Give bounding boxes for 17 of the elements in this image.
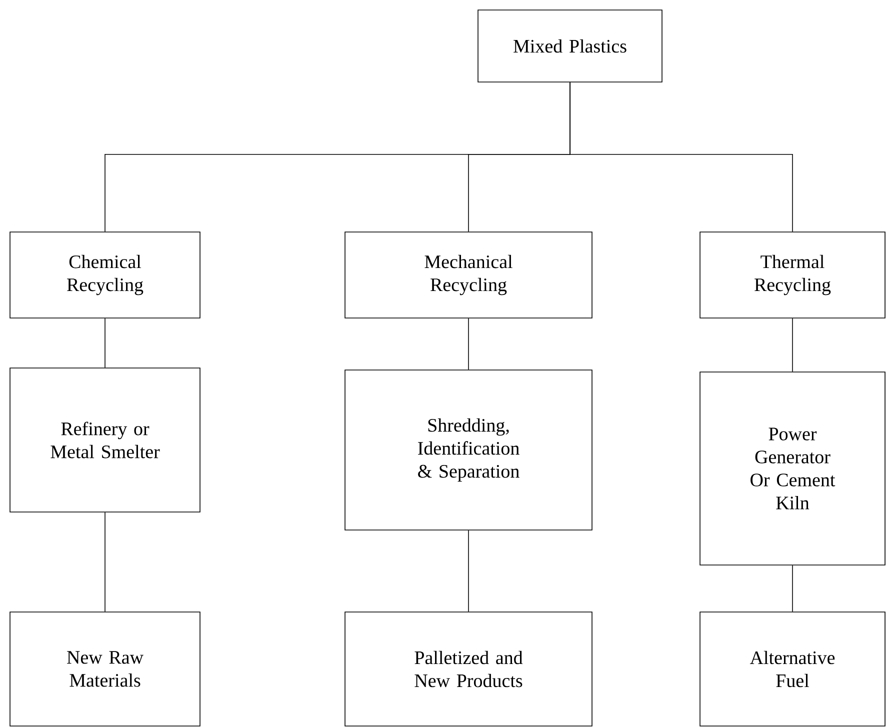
process-box: Chemical Recycling	[10, 232, 200, 318]
process-box: Mechanical Recycling	[344, 232, 592, 318]
connector-line	[104, 318, 106, 368]
process-box: Palletized and New Products	[344, 612, 592, 726]
process-box: Alternative Fuel	[700, 612, 886, 726]
process-box: Refinery or Metal Smelter	[10, 368, 200, 512]
connector-line	[792, 565, 793, 612]
connector-line	[570, 82, 793, 232]
connector-line	[468, 530, 469, 612]
process-box: Thermal Recycling	[700, 232, 886, 318]
process-box: Shredding, Identification & Separation	[344, 370, 592, 530]
connector-line	[792, 318, 793, 372]
process-box: Power Generator Or Cement Kiln	[700, 372, 886, 566]
process-box: Mixed Plastics	[478, 10, 662, 82]
connector-line	[104, 512, 106, 612]
connector-line	[468, 318, 469, 370]
process-box: New Raw Materials	[10, 612, 200, 726]
